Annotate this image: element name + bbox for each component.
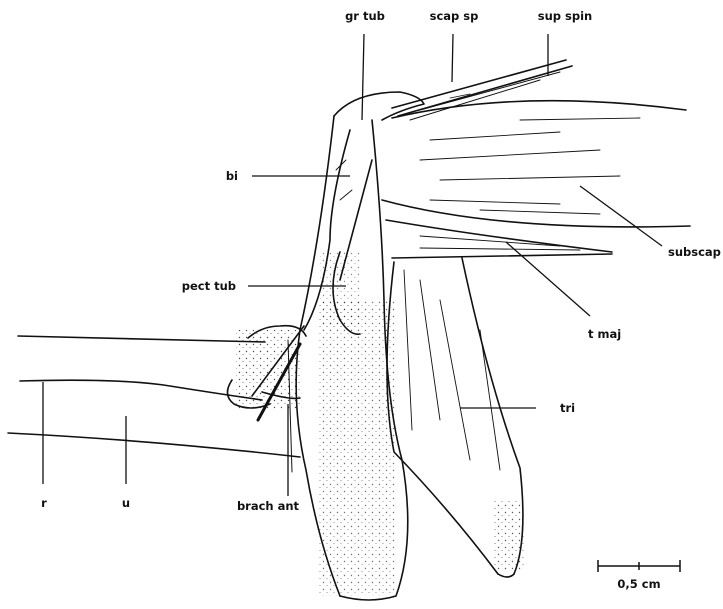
leader-t-maj (506, 242, 590, 316)
scale-bar-label: 0,5 cm (617, 577, 660, 591)
label-pect-tub: pect tub (182, 279, 236, 293)
pectoral-tubercle (320, 250, 360, 334)
label-sup-spin: sup spin (538, 9, 592, 23)
label-u: u (122, 496, 130, 510)
forearm-outline (8, 326, 306, 457)
label-subscap: subscap (668, 245, 721, 259)
leader-scap-sp (452, 34, 453, 82)
subscapularis (382, 101, 690, 227)
leader-gr-tub (362, 34, 364, 120)
label-scap-sp: scap sp (430, 9, 479, 23)
supraspinatus (392, 60, 572, 120)
label-tri: tri (560, 401, 575, 415)
label-brach-ant: brach ant (237, 499, 300, 513)
scale-bar: 0,5 cm (598, 560, 680, 591)
leader-subscap (580, 186, 662, 246)
label-r: r (41, 496, 47, 510)
label-t-maj: t maj (588, 327, 621, 341)
label-bi: bi (226, 169, 238, 183)
humerus (296, 92, 424, 600)
label-gr-tub: gr tub (345, 9, 385, 23)
